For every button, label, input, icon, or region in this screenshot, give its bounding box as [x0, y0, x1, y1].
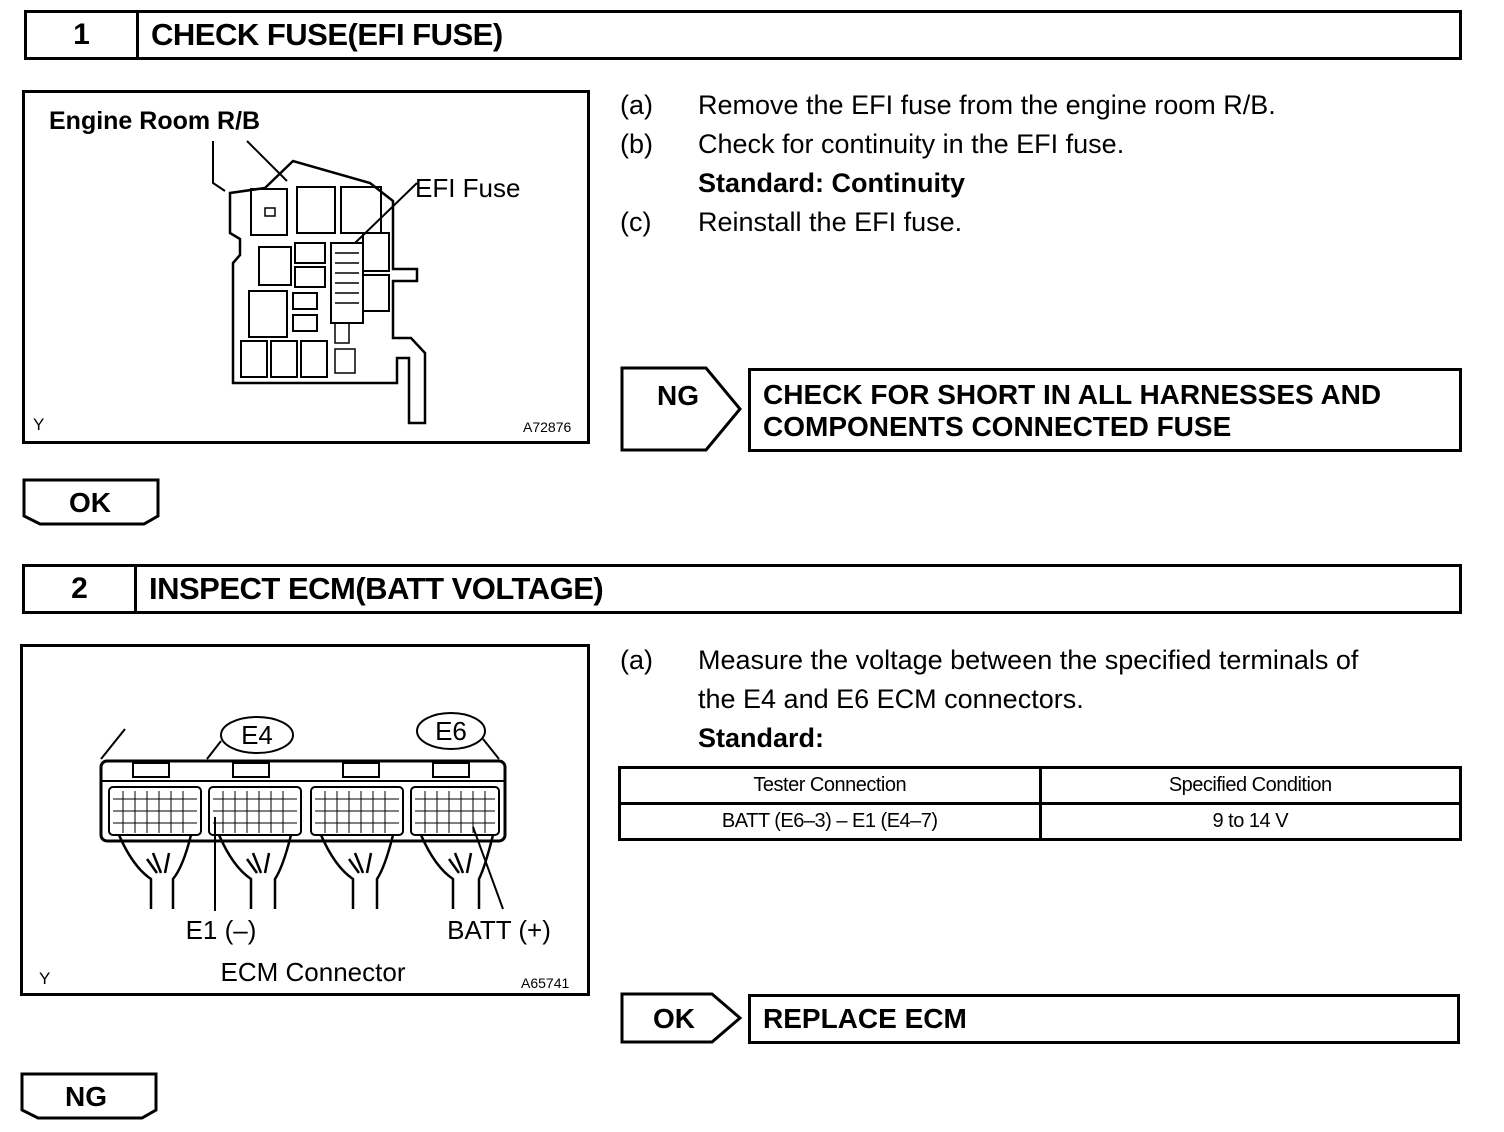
- step-2-instructions: (a) Measure the voltage between the speci…: [620, 641, 1462, 758]
- step-1-number: 1: [27, 13, 139, 57]
- figure-code: A65741: [521, 975, 570, 991]
- step-2-number: 2: [25, 567, 137, 611]
- instruction-c: (c)Reinstall the EFI fuse.: [620, 207, 963, 237]
- ng-label-step2: NG: [65, 1081, 107, 1112]
- ecm-housing: [99, 759, 507, 843]
- ng-action-step1: CHECK FOR SHORT IN ALL HARNESSES AND COM…: [748, 368, 1462, 452]
- ok-arrow-step2: OK: [620, 992, 743, 1044]
- ok-action-step2: REPLACE ECM: [748, 994, 1460, 1044]
- instruction-a-line2: the E4 and E6 ECM connectors.: [698, 684, 1084, 714]
- relay-block-label: Engine Room R/B: [49, 107, 260, 135]
- e6-label: E6: [435, 716, 467, 746]
- ng-flag-step2: NG: [20, 1072, 158, 1120]
- ng-action-line2: COMPONENTS CONNECTED FUSE: [763, 411, 1232, 442]
- efi-fuse-label: EFI Fuse: [415, 173, 520, 203]
- e1-terminal-label: E1 (–): [186, 915, 257, 945]
- table-header: Tester Connection: [618, 766, 1042, 805]
- figure-corner-mark: Y: [33, 415, 45, 434]
- figure-corner-mark: Y: [39, 969, 51, 988]
- ok-flag-step1: OK: [22, 478, 160, 526]
- standard-label: Standard:: [698, 723, 825, 753]
- instruction-a: (a)Remove the EFI fuse from the engine r…: [620, 90, 1276, 120]
- ok-label-step2: OK: [653, 1003, 695, 1034]
- relay-block-figure: Engine Room R/B EFI Fuse Y A72876: [22, 90, 590, 444]
- table-cell: 9 to 14 V: [1038, 802, 1462, 841]
- table-row: BATT (E6–3) – E1 (E4–7) 9 to 14 V: [618, 802, 1462, 841]
- relay-block-diagram: Engine Room R/B EFI Fuse: [49, 107, 520, 425]
- instruction-b: (b)Check for continuity in the EFI fuse.: [620, 129, 1125, 159]
- step-2-title: INSPECT ECM(BATT VOLTAGE): [149, 571, 604, 606]
- standard-continuity: Standard: Continuity: [698, 168, 965, 198]
- ng-action-line1: CHECK FOR SHORT IN ALL HARNESSES AND: [763, 379, 1382, 410]
- instruction-a-line1: Measure the voltage between the specifie…: [698, 645, 1359, 675]
- spec-table: Tester Connection Specified Condition BA…: [618, 766, 1462, 841]
- batt-terminal-label: BATT (+): [447, 915, 551, 945]
- e4-label: E4: [241, 720, 273, 750]
- figure-code: A72876: [523, 419, 572, 435]
- ok-label-step1: OK: [69, 487, 111, 518]
- table-cell: BATT (E6–3) – E1 (E4–7): [618, 802, 1042, 841]
- ng-label-step1: NG: [657, 380, 699, 411]
- step-1-instructions: (a)Remove the EFI fuse from the engine r…: [620, 86, 1460, 242]
- relay-block-body: [228, 159, 427, 425]
- step-2-header: 2 INSPECT ECM(BATT VOLTAGE): [22, 564, 1462, 614]
- replace-ecm-text: REPLACE ECM: [763, 1003, 967, 1034]
- ecm-connector-figure: E4 E6: [20, 644, 590, 996]
- ecm-connector-label: ECM Connector: [221, 957, 406, 987]
- instruction-a-label: (a): [620, 645, 653, 675]
- step-1-header: 1 CHECK FUSE(EFI FUSE): [24, 10, 1462, 60]
- table-header: Specified Condition: [1038, 766, 1462, 805]
- step-1-title: CHECK FUSE(EFI FUSE): [151, 17, 503, 52]
- table-header-row: Tester Connection Specified Condition: [618, 766, 1462, 805]
- ecm-connector-diagram: E4 E6: [99, 712, 551, 987]
- ng-arrow-step1: NG: [620, 366, 742, 452]
